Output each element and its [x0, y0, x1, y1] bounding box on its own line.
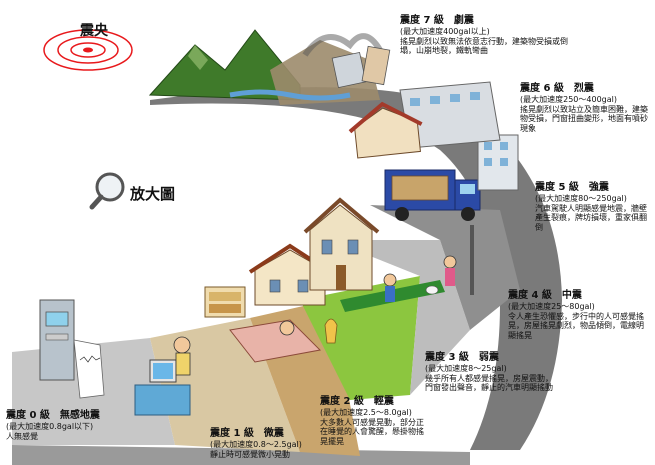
level-3-label: 震度 3 級 弱震 (最大加速度8～25gal) 幾乎所有人都感覺搖晃，房屋震動… — [425, 352, 553, 393]
level-5-accel: (最大加速度80～250gal) — [535, 194, 627, 203]
epicenter-target — [43, 29, 133, 71]
level-3-desc: 幾乎所有人都感覺搖晃，房屋震動，門窗發出聲音，靜止的汽車明顯搖動 — [425, 373, 553, 393]
level-7-accel: (最大加速度400gal以上) — [400, 27, 490, 36]
level-7-title: 震度 7 級 劇震 — [400, 15, 474, 26]
level-3-accel: (最大加速度8～25gal) — [425, 364, 507, 373]
level-7-desc: 搖晃劇烈以致無法依意志行動，建築物受損或倒塌，山崩地裂，鐵軌彎曲 — [400, 36, 568, 56]
street-scene — [383, 225, 474, 302]
level-6-label: 震度 6 級 烈震 (最大加速度250～400gal) 搖晃劇烈以致站立及簡車困… — [520, 83, 650, 133]
level-2-desc: 大多數人可感覺晃動，部分正在睡覺的人會驚醒，懸掛物搖晃擺晃 — [320, 417, 424, 446]
level-7-label: 震度 7 級 劇震 (最大加速度400gal以上) 搖晃劇烈以致無法依意志行動，… — [400, 15, 575, 56]
level-5-label: 震度 5 級 強震 (最大加速度80～250gal) 汽車駕駛人明顯感覺地震，牆… — [535, 182, 650, 232]
level-5-title: 震度 5 級 強震 — [535, 182, 609, 193]
level-2-accel: (最大加速度2.5～8.0gal) — [320, 408, 412, 417]
level-1-label: 震度 1 級 微震 (最大加速度0.8～2.5gal) 靜止時可感覺微小晃動 — [210, 428, 320, 459]
level-2-title: 震度 2 級 輕震 — [320, 396, 394, 407]
level-4-title: 震度 4 級 中震 — [508, 290, 582, 301]
level-6-accel: (最大加速度250～400gal) — [520, 95, 617, 104]
epicenter-label: 震央 — [80, 23, 108, 39]
level-6-desc: 搖晃劇烈以致站立及簡車困難，建築物受損，門窗扭曲變形，地面有噴砂現象 — [520, 104, 648, 133]
zoom-label: 放大圖 — [130, 185, 176, 203]
bedroom — [204, 286, 338, 363]
truck — [384, 134, 519, 221]
level-1-title: 震度 1 級 微震 — [210, 428, 284, 439]
level-4-label: 震度 4 級 中震 (最大加速度25～80gal) 令人產生恐懼感，步行中的人可… — [508, 290, 648, 340]
level-0-desc: 人無感覺 — [6, 431, 38, 441]
level-1-desc: 靜止時可感覺微小晃動 — [210, 449, 290, 459]
level-2-label: 震度 2 級 輕震 (最大加速度2.5～8.0gal) 大多數人可感覺晃動，部分… — [320, 396, 425, 446]
houses — [248, 197, 380, 306]
level-0-title: 震度 0 級 無感地震 — [6, 410, 100, 421]
magnifier-icon — [89, 172, 125, 210]
level-0-label: 震度 0 級 無感地震 (最大加速度0.8gal以下) 人無感覺 — [6, 410, 136, 441]
level-6-title: 震度 6 級 烈震 — [520, 83, 594, 94]
seismograph-machine — [39, 299, 105, 399]
level-5-desc: 汽車駕駛人明顯感覺地震，牆壁產生裂痕，牌坊損壞，重家俱翻倒 — [535, 203, 647, 232]
mountains-collapse — [148, 29, 391, 105]
damaged-buildings — [348, 81, 501, 159]
level-4-desc: 令人產生恐懼感，步行中的人可感覺搖晃，房屋搖晃劇烈，物品傾倒，電線明顯搖晃 — [508, 311, 644, 340]
level-3-title: 震度 3 級 弱震 — [425, 352, 499, 363]
level-1-accel: (最大加速度0.8～2.5gal) — [210, 440, 302, 449]
level-0-accel: (最大加速度0.8gal以下) — [6, 422, 94, 431]
computer-desk — [134, 336, 191, 416]
level-4-accel: (最大加速度25～80gal) — [508, 302, 595, 311]
